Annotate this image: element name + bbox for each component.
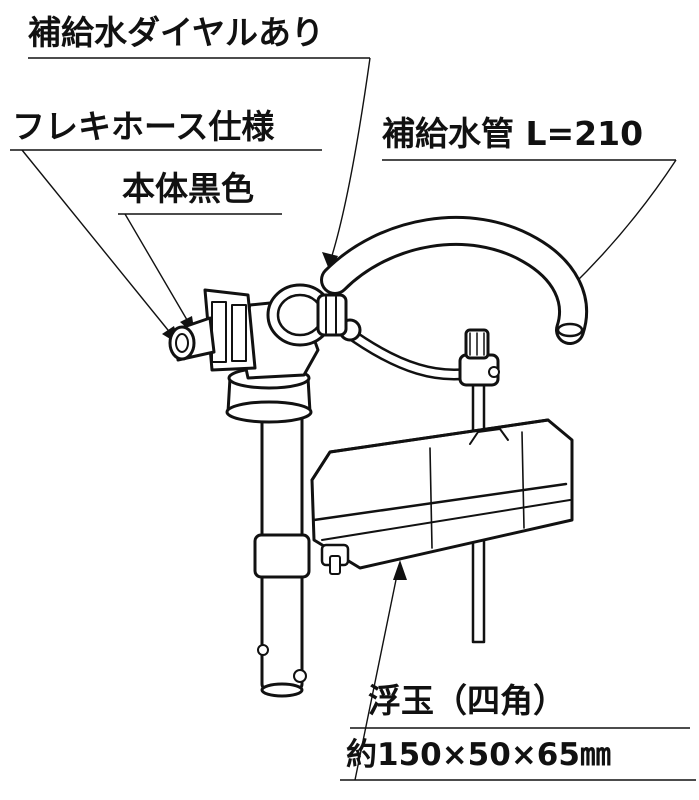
- leader-refill-dial: [329, 57, 371, 263]
- leader-flex-hose: [21, 149, 173, 336]
- float-box: [310, 418, 574, 575]
- flex-hose-connector: [168, 288, 257, 372]
- refill-dial-arm: [338, 318, 484, 381]
- label-body-color: 本体黒色: [122, 169, 254, 208]
- label-float-size: 約150×50×65㎜: [346, 737, 611, 773]
- label-flex-hose: フレキホース仕様: [12, 107, 275, 146]
- label-refill-dial: 補給水ダイヤルあり: [28, 13, 324, 52]
- refill-tube: [320, 215, 588, 345]
- fill-valve-illustration: [168, 215, 588, 698]
- valve-body-pipe: [253, 410, 311, 698]
- label-underlines: [10, 57, 696, 781]
- leader-refill-tube: [569, 159, 677, 289]
- leader-body-color: [124, 213, 191, 326]
- leader-float: [354, 569, 399, 781]
- valve-head: [238, 283, 348, 380]
- arrowhead-refill-dial: [322, 252, 338, 272]
- label-refill-tube: 補給水管 L=210: [382, 114, 643, 153]
- label-float-name: 浮玉（四角）: [368, 681, 566, 720]
- leader-lines: [21, 57, 677, 781]
- arrowhead-float: [393, 560, 407, 580]
